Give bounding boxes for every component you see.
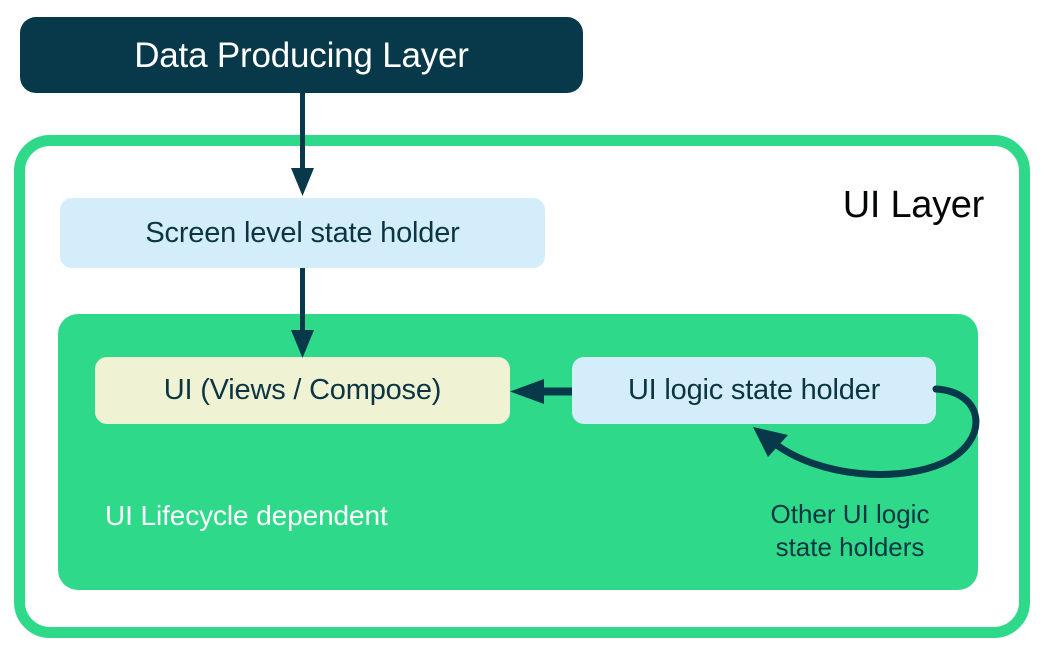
node-ui-layer-frame [14,135,1030,638]
node-ui-layer-label: UI Layer [842,184,985,226]
node-other-ui-logic-state-holders-line2: state holders [775,531,925,562]
node-data-producing-layer-label: Data Producing Layer [134,35,469,75]
node-screen-level-state-holder: Screen level state holder [60,198,545,268]
node-screen-level-state-holder-label: Screen level state holder [145,216,460,249]
node-other-ui-logic-state-holders: Other UI logic state holders [735,498,965,563]
node-ui-logic-state-holder-label: UI logic state holder [627,374,881,406]
node-ui-lifecycle-container-label: UI Lifecycle dependent [105,500,388,531]
node-data-producing-layer: Data Producing Layer [20,17,583,93]
node-ui-logic-state-holder: UI logic state holder [572,357,936,424]
node-other-ui-logic-state-holders-line1: Other UI logic [770,499,930,529]
node-ui-views-compose: UI (Views / Compose) [95,357,510,424]
node-ui-views-compose-label: UI (Views / Compose) [163,374,442,406]
